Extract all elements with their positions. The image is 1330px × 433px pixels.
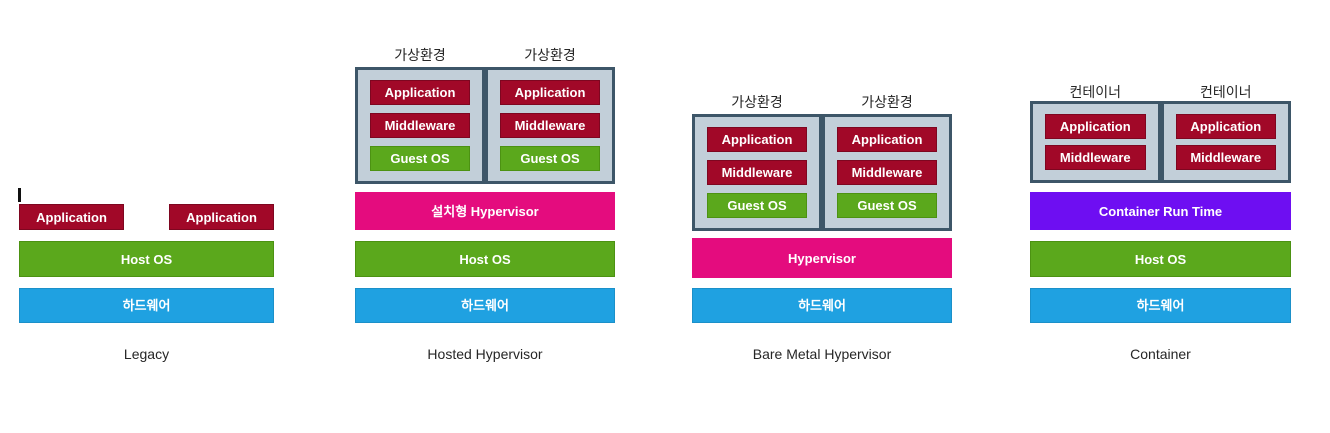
middleware-box: Middleware	[1175, 145, 1276, 170]
guest-os-box: Guest OS	[837, 193, 937, 218]
vm-container: Application Middleware Guest OS	[692, 114, 822, 231]
bare-metal-hypervisor-box: Hypervisor	[692, 238, 952, 278]
application-box: Application	[707, 127, 807, 152]
column-caption: Container	[1130, 346, 1191, 362]
application-box: Application	[169, 204, 274, 230]
vm-container: Application Middleware Guest OS	[485, 67, 615, 184]
application-box: Application	[370, 80, 470, 105]
container-runtime-box: Container Run Time	[1030, 192, 1291, 230]
vm-container: Application Middleware Guest OS	[822, 114, 952, 231]
legacy-application-row: Application Application	[19, 204, 274, 230]
column-container: 컨테이너 컨테이너 Application Middleware Applica…	[1030, 0, 1291, 433]
middleware-box: Middleware	[500, 113, 600, 138]
host-os-box: Host OS	[1030, 241, 1291, 277]
hosted-hypervisor-box: 설치형 Hypervisor	[355, 192, 615, 230]
application-box: Application	[837, 127, 937, 152]
container-box: Application Middleware	[1160, 101, 1291, 183]
application-box: Application	[500, 80, 600, 105]
container-box: Application Middleware	[1030, 101, 1161, 183]
vm-container-row: Application Middleware Guest OS Applicat…	[355, 67, 615, 184]
middleware-box: Middleware	[707, 160, 807, 185]
column-hosted-hypervisor: 가상환경 가상환경 Application Middleware Guest O…	[355, 0, 615, 433]
application-box: Application	[1175, 114, 1276, 139]
host-os-box: Host OS	[355, 241, 615, 277]
hardware-box: 하드웨어	[355, 288, 615, 323]
application-box: Application	[19, 204, 124, 230]
hardware-box: 하드웨어	[1030, 288, 1291, 323]
container-label: 컨테이너	[1069, 84, 1122, 100]
application-box: Application	[1045, 114, 1146, 139]
middleware-box: Middleware	[837, 160, 937, 185]
vm-labels-row: 가상환경 가상환경	[355, 45, 615, 65]
column-caption: Bare Metal Hypervisor	[752, 346, 892, 362]
container-box-row: Application Middleware Application Middl…	[1030, 101, 1291, 183]
vm-label: 가상환경	[731, 94, 783, 110]
middleware-box: Middleware	[370, 113, 470, 138]
guest-os-box: Guest OS	[707, 193, 807, 218]
container-label: 컨테이너	[1199, 84, 1252, 100]
text-cursor-artifact	[18, 188, 21, 202]
hardware-box: 하드웨어	[692, 288, 952, 323]
hardware-box: 하드웨어	[19, 288, 274, 323]
vm-labels-row: 가상환경 가상환경	[692, 92, 952, 112]
container-labels-row: 컨테이너 컨테이너	[1030, 82, 1291, 102]
column-bare-metal-hypervisor: 가상환경 가상환경 Application Middleware Guest O…	[692, 0, 952, 433]
vm-label: 가상환경	[861, 94, 913, 110]
vm-container-row: Application Middleware Guest OS Applicat…	[692, 114, 952, 231]
vm-label: 가상환경	[394, 47, 446, 63]
column-legacy: Application Application Host OS 하드웨어 Leg…	[19, 0, 274, 433]
guest-os-box: Guest OS	[500, 146, 600, 171]
vm-label: 가상환경	[524, 47, 576, 63]
vm-container: Application Middleware Guest OS	[355, 67, 485, 184]
column-caption: Legacy	[123, 346, 170, 362]
middleware-box: Middleware	[1045, 145, 1146, 170]
guest-os-box: Guest OS	[370, 146, 470, 171]
host-os-box: Host OS	[19, 241, 274, 277]
column-caption: Hosted Hypervisor	[427, 346, 543, 362]
